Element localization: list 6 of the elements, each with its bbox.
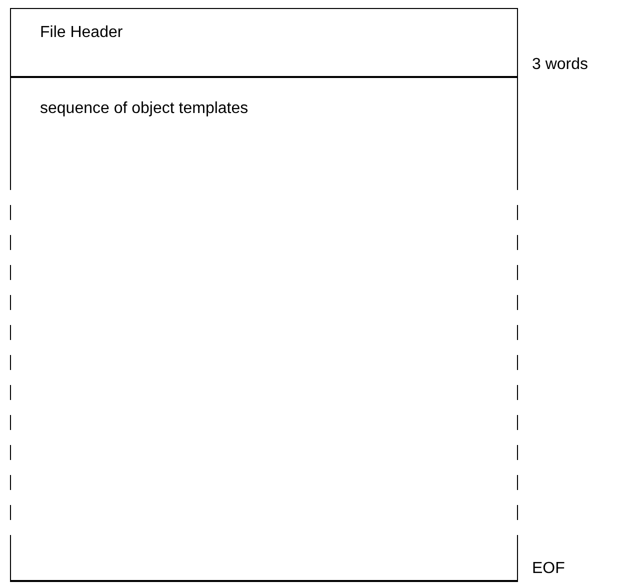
header-box [10, 8, 518, 78]
header-label: File Header [40, 24, 123, 42]
end-marker-label: EOF [532, 560, 565, 578]
size-note: 3 words [532, 56, 588, 74]
content-box [10, 77, 518, 582]
section-label: sequence of object templates [40, 100, 248, 118]
